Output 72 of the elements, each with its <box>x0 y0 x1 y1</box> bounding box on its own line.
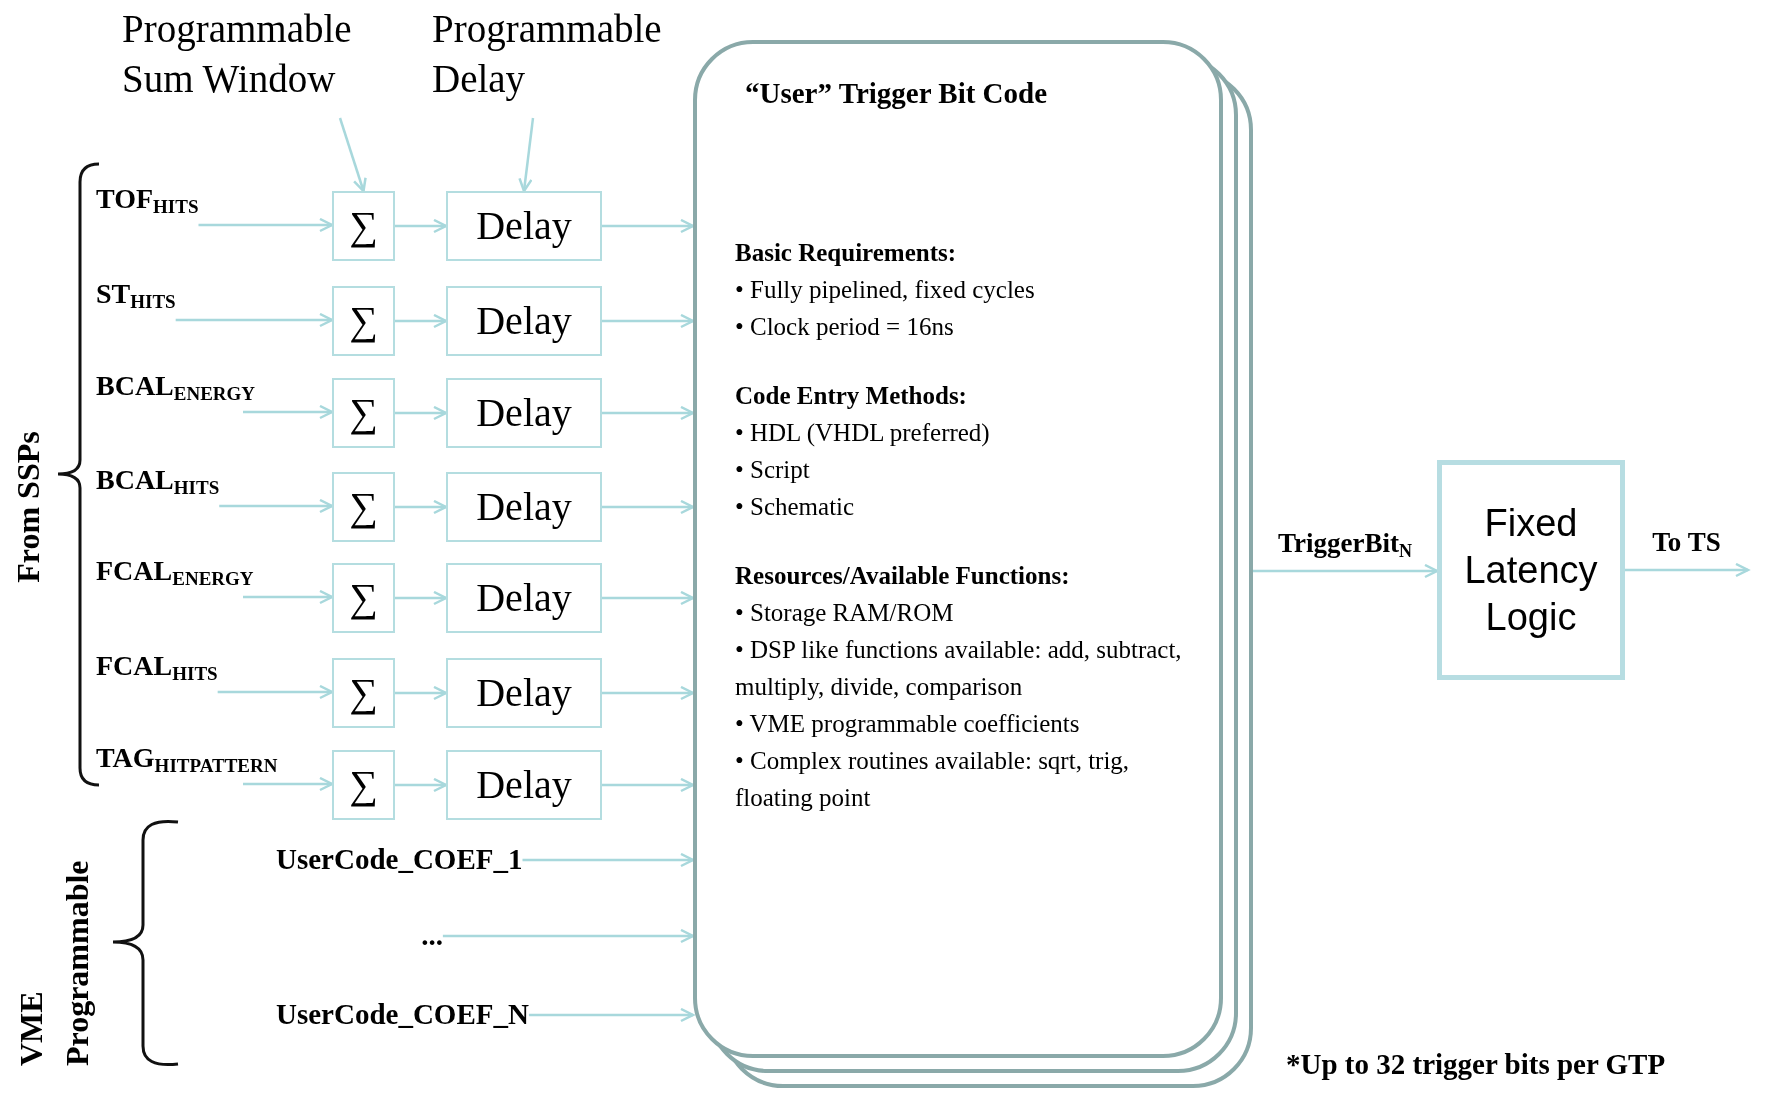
delay-block: Delay <box>446 658 602 728</box>
sum-block: ∑ <box>332 563 395 633</box>
signal-label: TOF$_{HITS}$ <box>96 181 199 225</box>
arrow <box>243 776 334 792</box>
arrow <box>243 404 334 420</box>
signal-label: BCAL$_{HITS}$ <box>96 462 220 506</box>
code-panel <box>693 40 1223 1058</box>
arrow <box>217 684 334 700</box>
signal-label: TAG$_{HITPATTERN}$ <box>96 740 278 784</box>
coefficient-label: UserCode_COEF_N <box>276 993 529 1037</box>
arrow <box>1625 562 1750 578</box>
arrow <box>395 590 448 606</box>
arrow <box>602 777 695 793</box>
sum-block: ∑ <box>332 472 395 542</box>
sum-block: ∑ <box>332 191 395 261</box>
bullet-text: • Clock period = 16ns <box>735 312 955 342</box>
arrow <box>198 217 334 233</box>
ellipsis-text: ... <box>421 914 443 958</box>
arrow <box>1253 563 1439 579</box>
sum-block: ∑ <box>332 750 395 820</box>
arrow <box>602 313 695 329</box>
section-heading: Resources/Available Functions: <box>735 561 1071 591</box>
group-label: VME Programmable <box>12 859 96 1066</box>
arrow <box>395 685 448 701</box>
arrow <box>219 498 334 514</box>
arrow <box>602 590 695 606</box>
callout-text: Programmable Sum Window <box>122 4 407 118</box>
arrow <box>395 777 448 793</box>
arrow <box>602 405 695 421</box>
arrow <box>602 499 695 515</box>
delay-block: Delay <box>446 563 602 633</box>
sum-block: ∑ <box>332 658 395 728</box>
sum-block: ∑ <box>332 286 395 356</box>
bullet-text: • HDL (VHDL preferred) <box>735 418 991 449</box>
signal-label: FCAL$_{ENERGY}$ <box>96 553 254 597</box>
section-heading: Basic Requirements: <box>735 238 958 268</box>
group-label: From SSPs <box>9 431 47 583</box>
arrow <box>602 218 695 234</box>
bullet-text: • Fully pipelined, fixed cycles <box>735 275 1036 305</box>
arrow <box>175 312 334 328</box>
logic-box: Fixed Latency Logic <box>1437 460 1625 680</box>
delay-block: Delay <box>446 378 602 448</box>
signal-label: ST$_{HITS}$ <box>96 276 176 320</box>
arrow <box>518 117 535 193</box>
bullet-text: • DSP like functions available: add, subtract, multiply, divide, comparison <box>735 635 1183 702</box>
signal-label: FCAL$_{HITS}$ <box>96 648 218 692</box>
bullet-text: • VME programmable coefficients <box>735 709 1081 739</box>
bullet-text: • Storage RAM/ROM <box>735 598 955 628</box>
panel-title: “User” Trigger Bit Code <box>745 76 1048 111</box>
signal-label: BCAL$_{ENERGY}$ <box>96 368 256 412</box>
delay-block: Delay <box>446 750 602 820</box>
delay-block: Delay <box>446 472 602 542</box>
delay-block: Delay <box>446 286 602 356</box>
arrow <box>395 313 448 329</box>
arrow <box>395 218 448 234</box>
arrow <box>442 928 695 944</box>
section-heading: Code Entry Methods: <box>735 381 968 411</box>
bullet-text: • Schematic <box>735 492 856 522</box>
arrow <box>602 685 695 701</box>
coefficient-label: UserCode_COEF_1 <box>276 838 523 882</box>
callout-text: Programmable Delay <box>432 4 708 118</box>
footnote-text: *Up to 32 trigger bits per GTP <box>1286 1047 1666 1082</box>
arrow <box>395 405 448 421</box>
delay-block: Delay <box>446 191 602 261</box>
arrow <box>522 852 695 868</box>
arrow <box>338 117 367 193</box>
sum-block: ∑ <box>332 378 395 448</box>
bullet-text: • Complex routines available: sqrt, trig, floating point <box>735 746 1131 813</box>
bullet-text: • Script <box>735 455 811 485</box>
arrow <box>528 1007 695 1023</box>
arrow <box>395 499 448 515</box>
arrow <box>243 589 334 605</box>
